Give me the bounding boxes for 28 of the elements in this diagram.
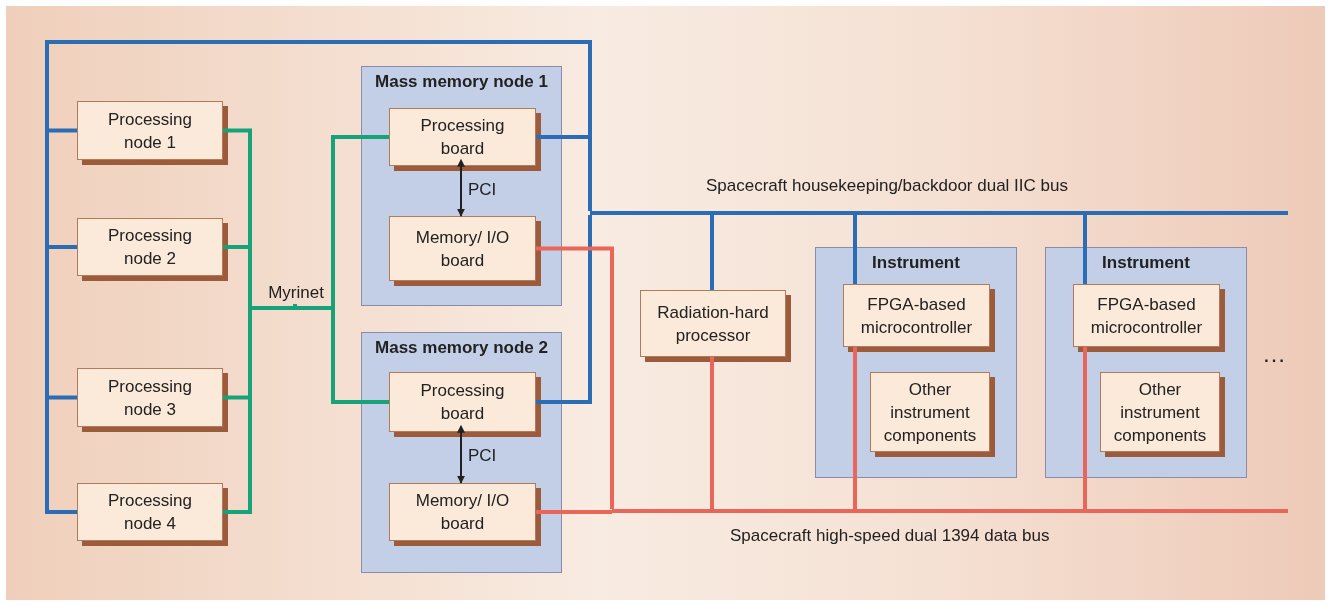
arrow (457, 424, 465, 484)
connector-line (536, 510, 612, 514)
connector-line (710, 215, 714, 290)
connector-line (1083, 215, 1087, 284)
ellipsis-label: … (1262, 340, 1286, 368)
group-title: Mass memory node 2 (374, 338, 549, 358)
group-panel (815, 247, 1017, 478)
group-title: Instrument (1101, 253, 1191, 273)
bus-label: Spacecraft housekeeping/backdoor dual IIC bus (706, 176, 1068, 196)
group-title: Mass memory node 1 (374, 72, 549, 92)
group-panel (361, 66, 562, 306)
connector-line (1083, 347, 1087, 509)
connector-line (293, 304, 389, 404)
connector-line (710, 357, 714, 509)
group-panel (361, 332, 562, 573)
connector-line (853, 347, 857, 509)
bus-label: Spacecraft high-speed dual 1394 data bus (730, 526, 1050, 546)
connector-line (536, 246, 614, 509)
edge-label: PCI (468, 180, 497, 200)
connector-line (45, 40, 592, 514)
connector-line (853, 215, 857, 284)
group-title: Instrument (871, 253, 961, 273)
network-label: Myrinet (256, 282, 336, 304)
connector-line (536, 135, 592, 211)
edge-label: PCI (468, 446, 497, 466)
arrow (457, 158, 465, 217)
connector-line (536, 215, 592, 404)
group-panel (1045, 247, 1247, 478)
